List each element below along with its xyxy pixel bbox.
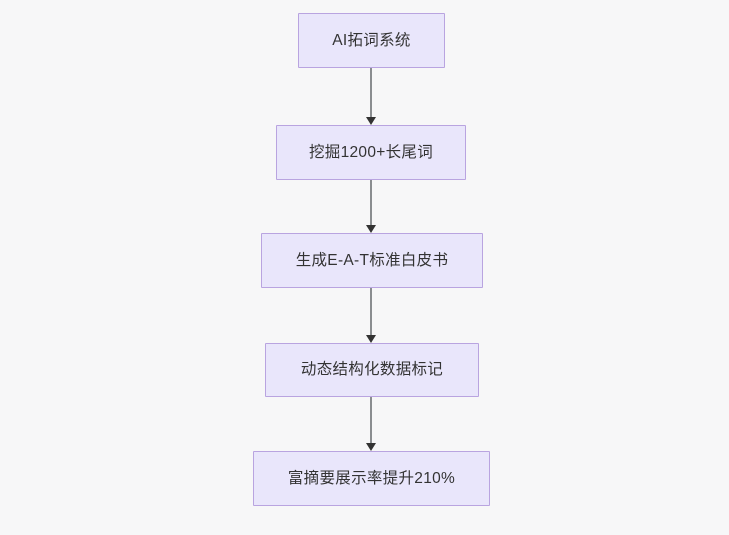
flow-edge-1-to-2: [361, 68, 381, 125]
arrowhead-down-icon: [366, 443, 376, 451]
flow-node-label: 生成E-A-T标准白皮书: [295, 251, 449, 269]
flow-edge-3-to-4: [361, 288, 381, 343]
flow-node-mine-longtail-keywords[interactable]: 挖掘1200+长尾词: [276, 125, 466, 180]
edge-line: [370, 288, 372, 335]
arrowhead-down-icon: [366, 225, 376, 233]
flow-node-label: 富摘要展示率提升210%: [287, 469, 456, 487]
edge-line: [370, 68, 372, 117]
flow-node-label: AI拓词系统: [332, 31, 411, 49]
flow-node-generate-eat-whitepaper[interactable]: 生成E-A-T标准白皮书: [261, 233, 483, 288]
flow-node-dynamic-structured-data-markup[interactable]: 动态结构化数据标记: [265, 343, 479, 397]
arrowhead-down-icon: [366, 117, 376, 125]
flow-edge-4-to-5: [361, 397, 381, 451]
flow-node-rich-snippet-rate-increase[interactable]: 富摘要展示率提升210%: [253, 451, 490, 506]
edge-line: [370, 397, 372, 443]
flow-node-label: 挖掘1200+长尾词: [308, 143, 434, 161]
flow-node-label: 动态结构化数据标记: [300, 361, 444, 379]
arrowhead-down-icon: [366, 335, 376, 343]
flow-node-ai-keyword-system[interactable]: AI拓词系统: [298, 13, 445, 68]
flow-edge-2-to-3: [361, 180, 381, 233]
edge-line: [370, 180, 372, 225]
